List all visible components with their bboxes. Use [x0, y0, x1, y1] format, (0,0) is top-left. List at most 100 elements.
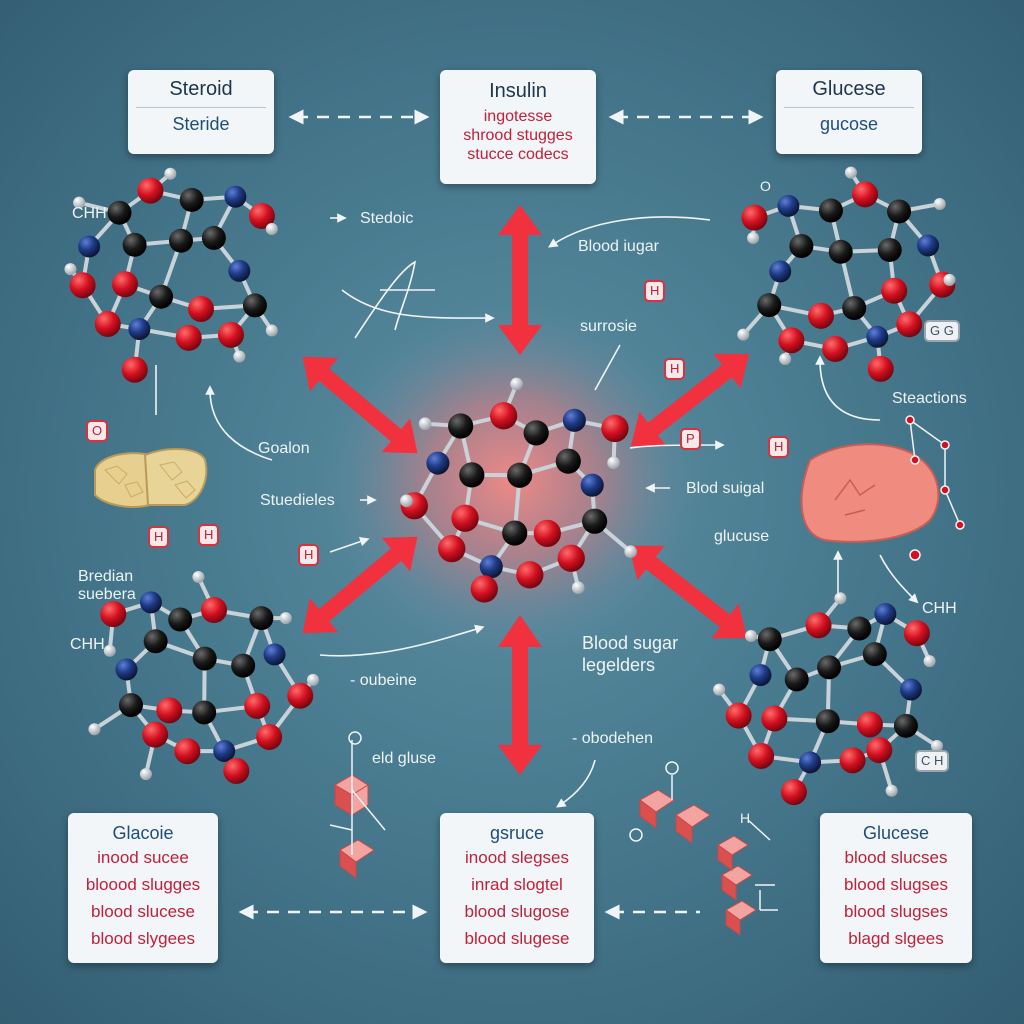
oxygen-atom [867, 355, 894, 382]
box-glucose-bl: Glacoie inood sucee bloood slugges blood… [68, 813, 218, 963]
oxygen-atom [903, 620, 930, 647]
nitrogen-atom [78, 235, 101, 258]
tag-gg: G G [924, 320, 960, 342]
nitrogen-atom [799, 751, 822, 774]
oxygen-atom [217, 321, 244, 348]
hydrogen-atom [265, 223, 278, 236]
tag-h-4: H [148, 526, 170, 548]
oxygen-atom [69, 272, 96, 299]
box-glucose-bl-line-4: blood slygees [91, 929, 195, 948]
label-oubeine: - oubeine [350, 672, 417, 689]
nitrogen-atom [128, 318, 151, 341]
carbon-atom [242, 293, 267, 318]
box-glucose-bc: gsruce inood slegses inrad slogtel blood… [440, 813, 594, 963]
box-glucose-bl-line-2: bloood slugges [85, 875, 201, 894]
molecule-bottom-right [713, 592, 943, 806]
hydrogen-atom [930, 740, 943, 753]
oxygen-atom [94, 310, 121, 337]
box-glucose-top-sub: gucose [819, 114, 879, 134]
oxygen-atom [174, 738, 201, 765]
red-arrow-br [628, 545, 748, 639]
label-steactions: Steactions [892, 390, 967, 407]
oxygen-atom [201, 597, 228, 624]
oxygen-atom [856, 711, 883, 738]
box-glucose-bl-line-1: inood sucee [97, 848, 189, 867]
nitrogen-atom [580, 473, 604, 497]
carbon-atom [179, 187, 204, 212]
carbon-atom [149, 284, 174, 309]
red-arrows [302, 205, 750, 775]
hydrogen-atom [844, 166, 857, 179]
hydrogen-atom [418, 417, 432, 431]
oxygen-atom [866, 737, 893, 764]
hydrogen-atom [510, 377, 523, 391]
oxygen-atom [142, 721, 169, 748]
hydrogen-atom [747, 231, 760, 244]
oxygen-atom [156, 697, 183, 724]
carbon-atom [817, 655, 842, 680]
label-eld-gluse: eld gluse [372, 750, 437, 767]
hydrogen-atom [164, 167, 177, 180]
liver-right [800, 443, 940, 543]
hydrogen-atom [400, 494, 413, 508]
oxygen-atom [137, 177, 164, 204]
molecule-top-right [737, 166, 956, 382]
carbon-atom [818, 198, 843, 223]
oxygen-atom [741, 204, 768, 231]
nitrogen-atom [213, 739, 236, 762]
box-glucose-bl-title: Glacoie [112, 823, 174, 843]
oxygen-atom [839, 747, 866, 774]
box-glucose-br-title: Glucese [862, 823, 930, 843]
nitrogen-atom [479, 555, 503, 579]
molecules [64, 166, 956, 806]
nitrogen-atom [769, 260, 792, 283]
nitrogen-atom [562, 408, 586, 432]
oxygen-atom [557, 544, 585, 572]
oxygen-atom [248, 202, 275, 229]
box-glucose-br-line-4: blagd slgees [848, 929, 944, 948]
oxygen-atom [780, 779, 807, 806]
box-insulin-title: Insulin [489, 80, 547, 102]
carbon-atom [893, 713, 918, 738]
carbon-atom [877, 237, 902, 262]
carbon-atom [201, 225, 226, 250]
tag-h-5: H [768, 436, 790, 458]
hydrogen-atom [88, 723, 101, 736]
carbon-atom [118, 693, 143, 718]
oxygen-atom [223, 757, 250, 784]
hydrogen-atom [779, 353, 792, 366]
label-o-small: O [760, 178, 771, 194]
oxygen-atom [896, 311, 923, 338]
oxygen-atom [175, 324, 202, 351]
nitrogen-atom [874, 603, 897, 626]
oxygen-atom [470, 575, 498, 603]
carbon-atom [757, 627, 782, 652]
hydrogen-atom [73, 196, 86, 209]
carbon-atom [582, 508, 608, 534]
oxygen-atom [516, 561, 544, 589]
red-arrow-up [498, 205, 542, 355]
oxygen-atom [881, 277, 908, 304]
label-stuedieles: Stuedieles [260, 492, 335, 509]
box-glucose-br: Glucese blood slucses blood slugses bloo… [820, 813, 972, 963]
oxygen-atom [489, 402, 518, 430]
oxygen-atom [761, 705, 788, 732]
carbon-atom [122, 232, 147, 257]
carbon-atom [192, 646, 217, 671]
label-blood-sugar-legelders: Blood sugar legelders [582, 633, 679, 675]
carbon-atom [789, 233, 814, 258]
box-insulin-line-3: stucce codecs [467, 146, 569, 163]
hydrogen-atom [933, 198, 946, 211]
carbon-atom [168, 607, 193, 632]
carbon-atom [107, 200, 132, 225]
carbon-atom [231, 653, 256, 678]
label-blood-iugar: Blood iugar [578, 238, 659, 255]
hydrogen-atom [139, 768, 152, 781]
hydrogen-atom [923, 655, 936, 668]
label-blod-sugar: Blod suigal [686, 480, 765, 497]
box-steroid-title: Steroid [169, 78, 233, 100]
hydrogen-atom [834, 592, 847, 605]
hydrogen-atom [607, 456, 620, 470]
carbon-atom [523, 420, 549, 446]
